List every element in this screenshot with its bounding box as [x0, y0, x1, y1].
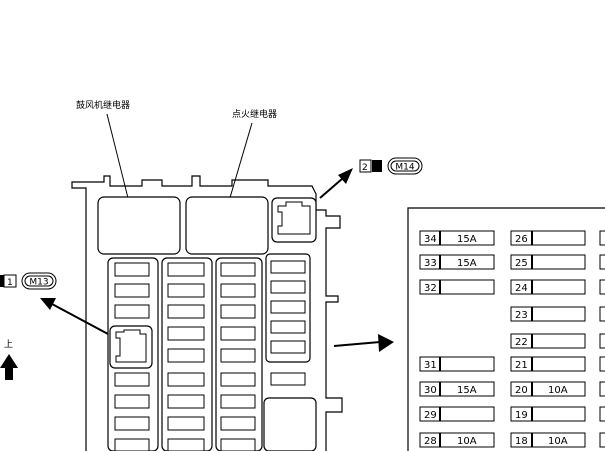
- fuse-row-24: [510, 279, 586, 295]
- fuse-number: 20: [515, 385, 528, 396]
- fuse-row-22: [510, 333, 586, 349]
- fuse-number: 31: [424, 360, 437, 371]
- connector-m14-callout: 2 M14: [359, 157, 423, 175]
- fuse-column-1: [107, 257, 159, 451]
- fuse-number: 19: [515, 410, 528, 421]
- arrow-to-m14-head: [338, 168, 353, 184]
- connector-m13-pin: 1: [7, 278, 13, 288]
- fuse-number: 24: [515, 283, 528, 294]
- fuse-amp: 10A: [548, 385, 568, 396]
- fuse-column-4: [265, 253, 311, 363]
- fuse-slots-col2: [167, 262, 205, 451]
- fuse-number: 28: [424, 436, 437, 447]
- connector-m14-pin: 2: [362, 163, 368, 173]
- fuse-column-3: [215, 257, 263, 451]
- fuse-row-30: [419, 381, 495, 397]
- fuse-amp: 15A: [457, 258, 477, 269]
- fuse-amp: 10A: [457, 436, 477, 447]
- arrow-to-m13-head: [40, 298, 56, 310]
- fuse-number: 34: [424, 234, 437, 245]
- connector-socket-top: [271, 197, 317, 243]
- fuse-row-33: [419, 254, 495, 270]
- connector-m13-callout: 1 M13: [0, 272, 57, 290]
- fuse-row-28: [419, 432, 495, 448]
- fuse-slots-col3: [220, 262, 256, 451]
- connector-m14-inner-oval: [390, 160, 420, 172]
- fuse-row-19: [510, 406, 586, 422]
- fuse-number: 32: [424, 283, 437, 294]
- connector-m13-black-block: [0, 275, 4, 287]
- fuse-number: 30: [424, 385, 437, 396]
- fuse-table-col2: 26 25 24 23 22 21 20 10A 19 18 10A: [510, 230, 586, 448]
- fuse-row-25: [510, 254, 586, 270]
- fuse-row-32: [419, 279, 495, 295]
- fuse-row-23: [510, 306, 586, 322]
- fuse-row-29: [419, 406, 495, 422]
- connector-socket-top-detail: [277, 201, 311, 235]
- arrow-to-fuse-table: [333, 341, 381, 347]
- fuse-row-31: [419, 356, 495, 372]
- fuse-amp: 15A: [457, 234, 477, 245]
- arrow-to-m13: [51, 303, 109, 335]
- fuse-number: 18: [515, 436, 528, 447]
- fuse-column-2: [161, 257, 213, 451]
- spare-block: [263, 397, 317, 451]
- fuse-row-20: [510, 381, 586, 397]
- up-arrow-icon: [0, 354, 18, 380]
- fuse-amp: 10A: [548, 436, 568, 447]
- ignition-relay-block: [185, 196, 269, 255]
- connector-m13-name: M13: [29, 278, 48, 288]
- connector-m14-black-block: [372, 160, 382, 172]
- fuse-number: 22: [515, 337, 528, 348]
- fuse-row-21: [510, 356, 586, 372]
- fuse-number: 26: [515, 234, 528, 245]
- fuse-number: 23: [515, 310, 528, 321]
- connector-socket-left: [109, 325, 153, 369]
- connector-m13-pin-box: [3, 274, 17, 288]
- fuse-table-frame: [407, 207, 605, 451]
- fuse-number: 29: [424, 410, 437, 421]
- fuse-table-col1: 34 15A 33 15A 32 31 30 15A 29 28 10A: [419, 230, 495, 448]
- arrow-to-fuse-table-head: [378, 334, 394, 352]
- fuse-table-col3-partial: [599, 230, 605, 448]
- fuse-amp: 15A: [457, 385, 477, 396]
- ignition-relay-label: 点火继电器: [232, 108, 277, 120]
- fuse-number: 25: [515, 258, 528, 269]
- fuse-row-34: [419, 230, 495, 246]
- fuse-row-18: [510, 432, 586, 448]
- blower-relay-block: [97, 196, 181, 255]
- connector-m13-inner-oval: [24, 275, 54, 287]
- connector-socket-left-detail: [115, 329, 147, 363]
- up-label: 上: [4, 339, 13, 350]
- connector-m14-name: M14: [395, 163, 414, 173]
- fuse-box-outline: [71, 175, 343, 451]
- fuse-number: 21: [515, 360, 528, 371]
- blower-relay-label: 鼓风机继电器: [76, 99, 130, 111]
- fuse-slots-col4: [270, 260, 306, 386]
- fuse-number: 33: [424, 258, 437, 269]
- fuse-row-26: [510, 230, 586, 246]
- connector-m14-pin-box: [359, 159, 372, 173]
- fuse-slots-col1: [114, 262, 150, 451]
